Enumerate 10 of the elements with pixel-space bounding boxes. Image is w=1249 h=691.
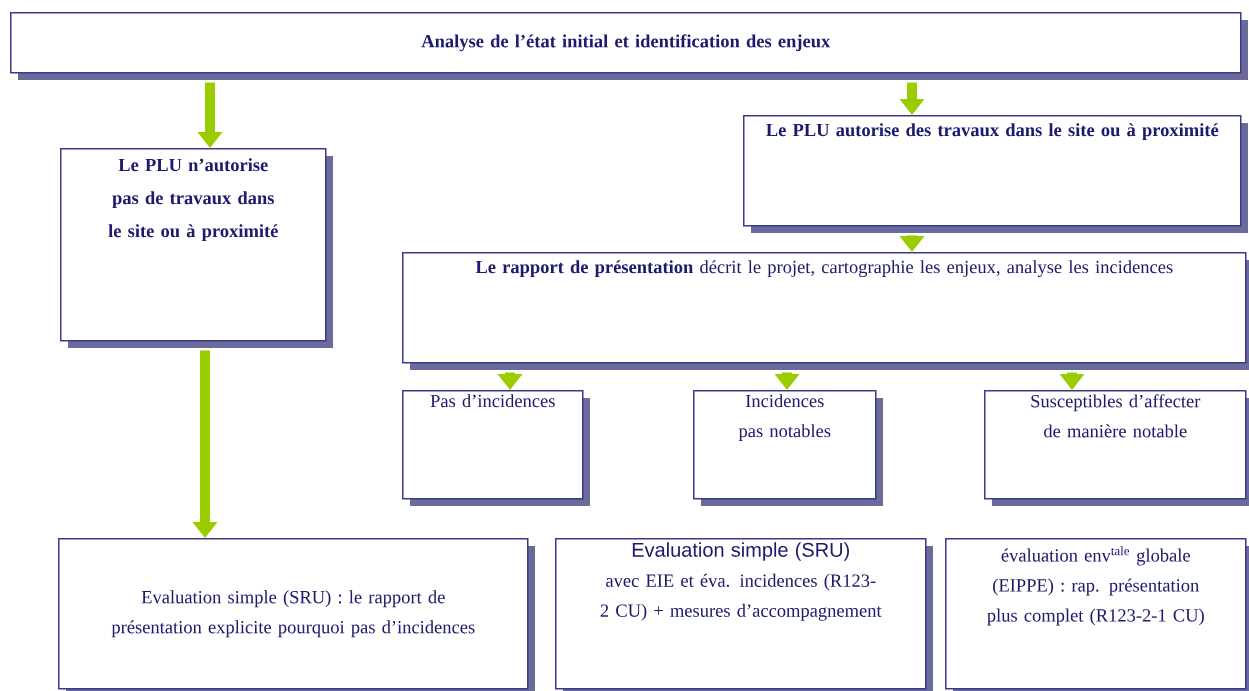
- text-box: Le rapport de présentation décrit le projet, cartographie les enjeux, analyse les incidences: [402, 252, 1249, 370]
- text-box: Le PLU n’autorise pas de travaux dans le site ou à proximité: [60, 148, 333, 348]
- text-box: Evaluation simple (SRU) : le rapport de présentation explicite pourquoi pas d’incidences: [58, 538, 535, 691]
- text-box: évaluation env$^{tale}$ globale (EIPPE) : rap. présentation plus complet (R123-2-1 CU): [945, 538, 1249, 691]
- text-box: Pas d’incidences: [402, 390, 590, 506]
- text-box: Evaluation simple (SRU) avec EIE et éva. incidences (R123-2 CU) + mesures d’accompagnement: [555, 538, 933, 691]
- text-box: Susceptibles d’affecter de manière notable: [984, 390, 1249, 506]
- text-box: Analyse de l’état initial et identification des enjeux: [10, 12, 1248, 80]
- text-box: Le PLU autorise des travaux dans le site ou à proximité: [743, 115, 1248, 233]
- text-box: Incidences pas notables: [693, 390, 883, 506]
